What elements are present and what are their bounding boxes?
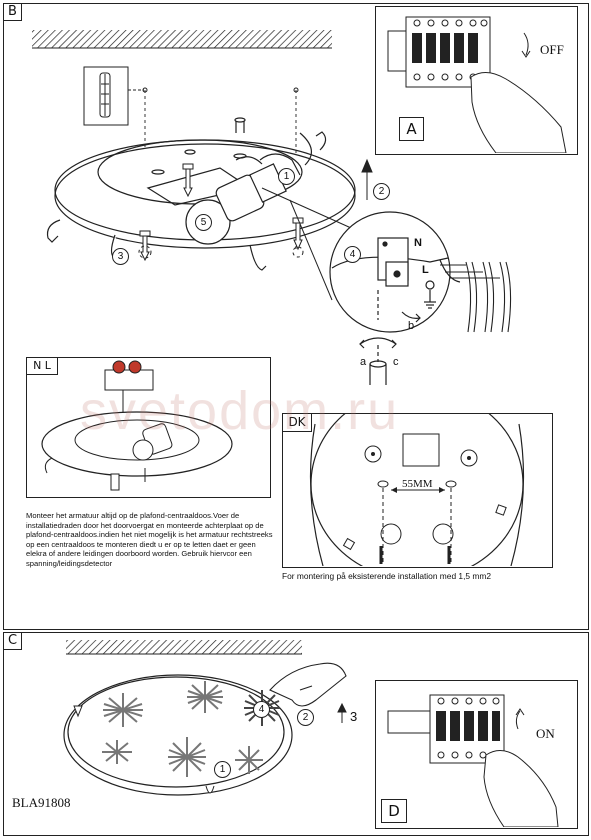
wire-n-label: N [414, 237, 422, 249]
dk-caption: For montering på eksisterende installati… [282, 571, 492, 581]
wire-c-label: c [393, 356, 399, 368]
up-arrow [361, 158, 373, 200]
shade-flower-pattern [102, 681, 280, 777]
wire-b-label: b [408, 320, 415, 332]
wall-plug-icon [99, 72, 111, 118]
section-b-label: B [3, 3, 22, 21]
glass-shade [63, 674, 293, 796]
wire-l-label: L [422, 264, 429, 276]
nl-instructions: Monteer het armatuur altijd op de plafon… [26, 511, 273, 568]
wiring-detail [329, 211, 461, 385]
step-c-1: 1 [214, 761, 231, 778]
dk-dimension: 55MM [402, 478, 433, 490]
section-b-frame [3, 3, 589, 630]
screws [139, 163, 304, 262]
panel-d-label: D [381, 799, 407, 823]
breaker-panel-on [387, 694, 559, 827]
wall-plug-inset [83, 66, 129, 126]
nl-inset-illustration [41, 360, 233, 491]
ceiling-hatch-c [66, 640, 302, 654]
step-4: 4 [344, 246, 361, 263]
step-c-2: 2 [297, 709, 314, 726]
step-c-3: 3 [350, 709, 358, 724]
nl-inset-label: N L [26, 357, 58, 375]
model-number: BLA91808 [12, 795, 71, 810]
ceiling-hatch [32, 30, 332, 48]
hand-c [269, 662, 347, 707]
step-1: 1 [278, 168, 295, 185]
wire-a-label: a [360, 356, 367, 368]
switch-on-label: ON [536, 726, 555, 741]
step-c-4: 4 [253, 701, 270, 718]
panel-a-label: A [399, 117, 424, 141]
switch-off-label: OFF [540, 42, 564, 57]
mounting-plate [46, 117, 356, 271]
dk-inset-illustration [309, 414, 525, 566]
watermark: svetodom.ru [80, 381, 400, 441]
step-2: 2 [373, 183, 390, 200]
section-c-frame [3, 632, 589, 836]
step-3: 3 [112, 248, 129, 265]
lamp-socket [185, 153, 301, 245]
section-c-label: C [3, 632, 22, 650]
dk-inset-label: DK [282, 413, 312, 432]
breaker-panel-off [387, 16, 567, 153]
cable-wires [440, 261, 512, 333]
step-5: 5 [195, 214, 212, 231]
